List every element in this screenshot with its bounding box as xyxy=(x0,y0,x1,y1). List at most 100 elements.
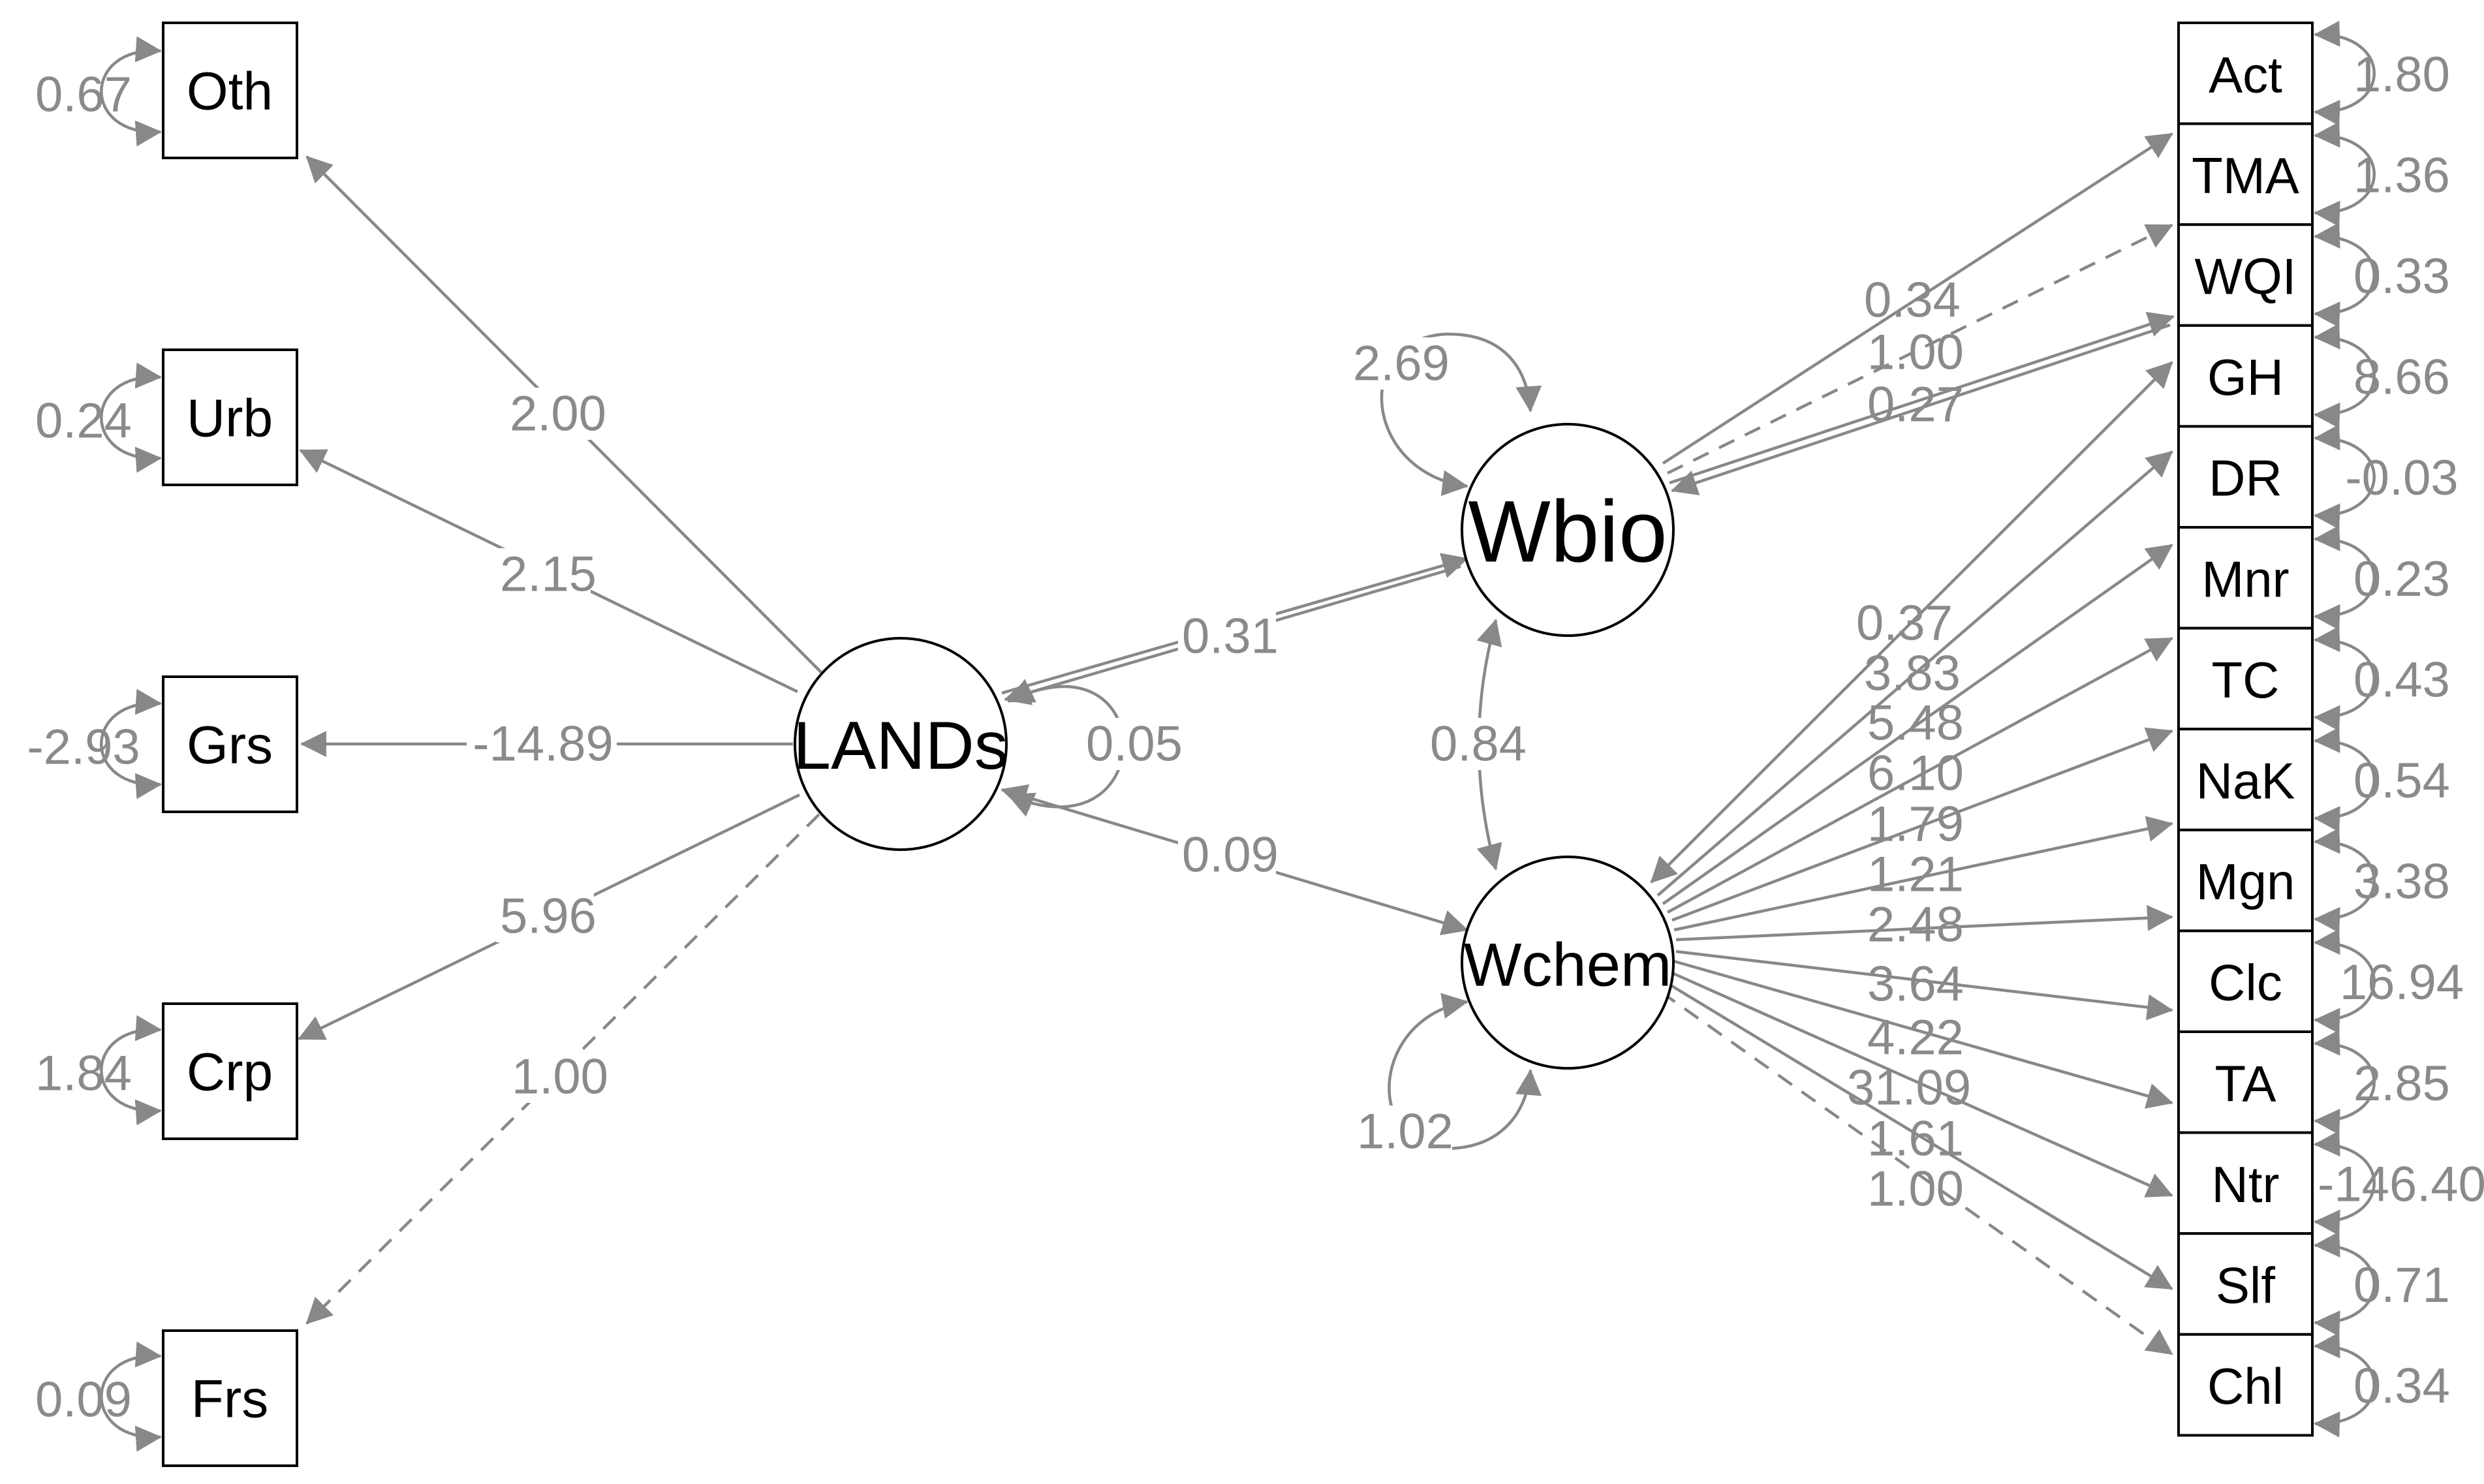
box-chl xyxy=(2177,1333,2314,1437)
var-oth: 0.67 xyxy=(35,67,132,123)
label-gh: GH xyxy=(2207,348,2284,406)
label-wqi: WQI xyxy=(2195,248,2297,305)
var-mnr: 0.23 xyxy=(2353,551,2450,607)
label-lands: LANDs xyxy=(793,708,1008,784)
loop-nak xyxy=(2314,726,2376,833)
label-slf: Slf xyxy=(2216,1257,2275,1314)
loop-tma xyxy=(2314,121,2376,227)
coef-wchem-gh: 0.37 xyxy=(1856,596,1953,651)
circle-wbio xyxy=(1461,423,1675,637)
coef-lands-urb: 2.15 xyxy=(500,547,597,602)
box-slf xyxy=(2177,1232,2314,1336)
right-variance-loops xyxy=(2314,20,2376,1438)
loop-mgn xyxy=(2314,827,2376,933)
edge-wchem-chl xyxy=(1660,991,2173,1355)
loop-chl xyxy=(2314,1332,2376,1438)
right-variances: 1.801.360.338.66-0.030.230.430.543.3816.… xyxy=(2318,47,2484,1414)
edge-wchem-dr xyxy=(1656,450,2173,897)
loop-act xyxy=(2314,20,2376,126)
loop-tc xyxy=(2314,626,2376,732)
label-wchem: Wchem xyxy=(1464,931,1672,999)
label-ta: TA xyxy=(2215,1055,2276,1112)
coef-lands-wchem: 0.09 xyxy=(1182,827,1279,883)
var-chl: 0.34 xyxy=(2353,1359,2450,1414)
edge-wchem-ntr xyxy=(1673,959,2173,1109)
var-clc: 16.94 xyxy=(2340,955,2464,1010)
loop-gh xyxy=(2314,323,2376,429)
coef-wbio-tma: 1.00 xyxy=(1867,325,1964,380)
coef-wchem-mgn: 1.21 xyxy=(1867,847,1964,903)
loop-wqi xyxy=(2314,222,2376,328)
label-dr: DR xyxy=(2209,450,2282,507)
var-crp: 1.84 xyxy=(35,1046,132,1102)
var-frs: 0.09 xyxy=(35,1372,132,1428)
coef-wchem-chl: 1.61 xyxy=(1867,1111,1964,1167)
edge-wchem-slf xyxy=(1670,970,2173,1198)
label-clc: Clc xyxy=(2209,954,2282,1012)
var-tc: 0.43 xyxy=(2353,652,2450,707)
label-oth: Oth xyxy=(187,62,273,121)
edge-wchem-tc xyxy=(1666,637,2173,914)
coef-lands-frs: 1.00 xyxy=(512,1049,608,1105)
loop-clc xyxy=(2314,929,2376,1034)
label-bg xyxy=(509,1051,607,1103)
var-act: 1.80 xyxy=(2353,47,2450,102)
var-urb: 0.24 xyxy=(35,394,132,449)
coef-wchem-ntr: 4.22 xyxy=(1867,1010,1964,1066)
edge-wchem-ta xyxy=(1675,950,2173,1021)
coef-wbio-wqi: 0.27 xyxy=(1867,377,1964,433)
label-urb: Urb xyxy=(187,389,273,448)
coef-lands-oth: 2.00 xyxy=(510,386,606,442)
coef-lands-wbio: 0.31 xyxy=(1182,609,1279,664)
coef-wchem-mnr: 5.48 xyxy=(1867,696,1964,751)
coef-wchem-dr: 3.83 xyxy=(1864,646,1961,702)
box-ntr xyxy=(2177,1131,2314,1235)
box-urb xyxy=(162,348,298,486)
box-frs xyxy=(162,1329,298,1467)
label-nak: NaK xyxy=(2196,752,2295,810)
label-mgn: Mgn xyxy=(2196,853,2295,910)
coef-wchem-tc: 6.10 xyxy=(1867,746,1964,801)
edge-wchem-mgn xyxy=(1673,816,2173,932)
coef-wchem-slf: 31.09 xyxy=(1847,1060,1971,1116)
label-bg xyxy=(496,890,594,942)
coef-lands-grs: -14.89 xyxy=(473,717,613,772)
var-lands: 0.05 xyxy=(1086,717,1183,772)
var-slf: 0.71 xyxy=(2353,1258,2450,1313)
label-bg xyxy=(467,718,617,770)
label-tma: TMA xyxy=(2192,147,2299,204)
label-chl: Chl xyxy=(2207,1357,2284,1415)
label-frs: Frs xyxy=(191,1370,268,1429)
loop-urb xyxy=(100,362,162,473)
box-oth xyxy=(162,22,298,159)
var-dr: -0.03 xyxy=(2345,450,2458,506)
label-mnr: Mnr xyxy=(2201,550,2289,608)
var-ta: 2.85 xyxy=(2353,1056,2450,1111)
label-crp: Crp xyxy=(187,1043,273,1102)
box-grs xyxy=(162,675,298,813)
edge-wchem-gh xyxy=(1650,361,2173,884)
circle-wchem xyxy=(1461,856,1675,1070)
label-wbio: Wbio xyxy=(1468,484,1667,581)
label-bg xyxy=(499,388,597,440)
coef-wchem-nak: 1.79 xyxy=(1867,797,1964,852)
label-grs: Grs xyxy=(187,716,273,775)
cov-wbio-wchem: 0.84 xyxy=(1430,717,1527,772)
path-coefficients: 2.00 2.15 -14.89 5.96 1.00 0.31 0.09 0.0… xyxy=(467,273,1971,1217)
label-bg xyxy=(1428,718,1526,770)
edge-wchem-nak xyxy=(1671,727,2173,922)
label-ntr: Ntr xyxy=(2212,1156,2280,1213)
coef-wchem-chl-fixed: 1.00 xyxy=(1867,1162,1964,1217)
edge-wchem-clc xyxy=(1675,904,2173,942)
var-nak: 0.54 xyxy=(2353,753,2450,809)
label-bg xyxy=(1351,337,1449,390)
label-act: Act xyxy=(2209,46,2282,103)
land-indicators: Oth Urb Grs Crp Frs xyxy=(162,22,298,1467)
var-wbio: 2.69 xyxy=(1353,336,1450,392)
latent-variables: LANDs Wbio Wchem xyxy=(793,423,1675,1070)
box-crp xyxy=(162,1002,298,1140)
loop-slf xyxy=(2314,1231,2376,1337)
box-nak xyxy=(2177,728,2314,831)
